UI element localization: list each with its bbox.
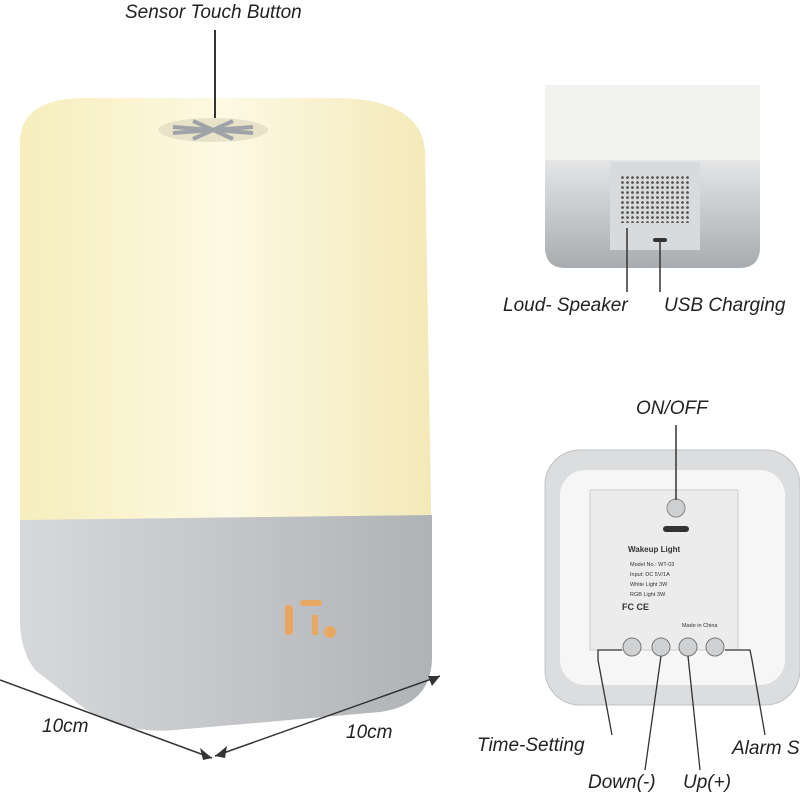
alarm-label: Alarm S bbox=[732, 738, 800, 759]
usb-charging-label: USB Charging bbox=[664, 295, 786, 316]
time-setting-label: Time-Setting bbox=[477, 735, 585, 756]
model-number: Model No.: WT-03 bbox=[630, 562, 675, 568]
sensor-touch-button-icon bbox=[158, 118, 268, 142]
lamp-shade bbox=[20, 98, 432, 575]
made-in-label: Made in China bbox=[682, 623, 718, 629]
back-panel-title: Wakeup Light bbox=[628, 545, 681, 554]
input-rating: Input: DC 5V/1A bbox=[630, 572, 670, 578]
rgb-light-rating: RGB Light 3W bbox=[630, 592, 666, 598]
speaker-view-shade bbox=[545, 85, 760, 165]
width-dimension-label: 10cm bbox=[42, 716, 89, 737]
lamp-base bbox=[20, 515, 432, 731]
loud-speaker-label: Loud- Speaker bbox=[503, 295, 628, 316]
certification-marks: FC CE bbox=[622, 602, 649, 612]
usb-port-icon bbox=[653, 238, 667, 242]
on-off-button-icon bbox=[666, 498, 686, 518]
up-label: Up(+) bbox=[683, 772, 732, 793]
sensor-touch-button-label: Sensor Touch Button bbox=[125, 2, 302, 23]
on-off-label: ON/OFF bbox=[636, 398, 708, 419]
back-panel bbox=[589, 489, 739, 651]
control-buttons bbox=[622, 637, 725, 657]
depth-dimension-label: 10cm bbox=[346, 722, 393, 743]
down-label: Down(-) bbox=[588, 772, 656, 793]
clock-display-icon bbox=[285, 600, 336, 638]
white-light-rating: White Light 3W bbox=[630, 582, 668, 588]
